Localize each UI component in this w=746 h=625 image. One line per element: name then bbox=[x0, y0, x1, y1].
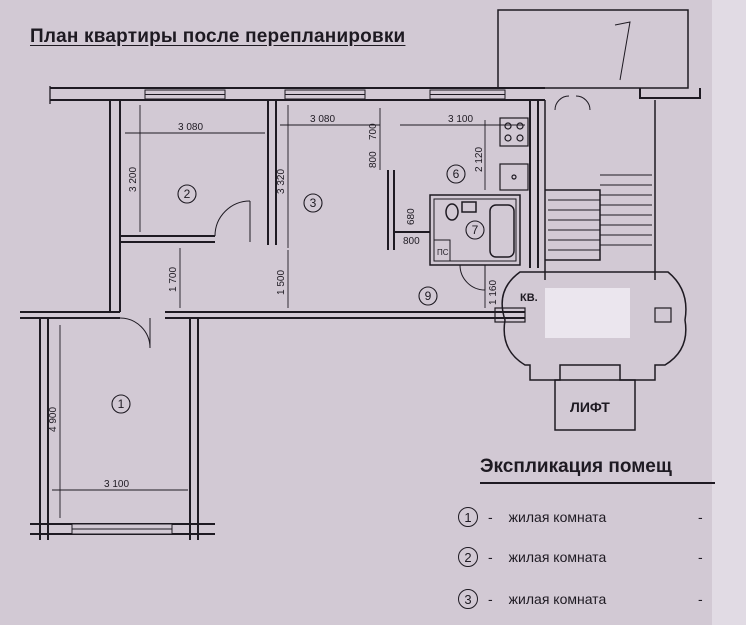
legend-item-trail: - bbox=[698, 509, 703, 525]
dim-corridor-height: 1 700 bbox=[168, 267, 179, 292]
partition-2-3 bbox=[267, 100, 277, 245]
legend-item-dash: - bbox=[488, 591, 493, 607]
lift-label: ЛИФТ bbox=[570, 399, 610, 415]
dim-2120: 2 120 bbox=[474, 147, 485, 172]
legend-item-text: жилая комната bbox=[508, 549, 607, 565]
room2-left-wall bbox=[109, 100, 121, 312]
dim-room3-lower: 1 500 bbox=[276, 270, 287, 295]
dim-room3-height: 3 320 bbox=[276, 169, 287, 194]
dimension-lines bbox=[52, 105, 525, 518]
dim-800a: 800 bbox=[368, 151, 379, 168]
kv-label: КВ. bbox=[520, 292, 538, 304]
dim-room2-height: 3 200 bbox=[128, 167, 139, 192]
dim-1160: 1 160 bbox=[488, 280, 499, 305]
room-1-marker bbox=[111, 394, 131, 414]
legend-item-dash: - bbox=[488, 549, 493, 565]
room-9-marker bbox=[418, 286, 438, 306]
room-2-number: 2 bbox=[184, 187, 191, 201]
legend-item: 2 - жилая комната - bbox=[458, 546, 703, 568]
kitchen-right-wall bbox=[529, 100, 539, 268]
bathroom-block bbox=[429, 194, 521, 291]
room-3-marker bbox=[303, 193, 323, 213]
room-7-number: 7 bbox=[472, 223, 479, 237]
room2-bottom-wall bbox=[120, 200, 251, 243]
top-windows bbox=[144, 89, 506, 100]
legend-item-number: 1 bbox=[458, 507, 478, 527]
legend-item-number: 3 bbox=[458, 589, 478, 609]
room-6-marker bbox=[446, 164, 466, 184]
dim-800b: 800 bbox=[403, 236, 420, 247]
room-1-number: 1 bbox=[118, 397, 125, 411]
landing bbox=[501, 271, 687, 381]
room-3-number: 3 bbox=[310, 196, 317, 210]
legend-title: Экспликация помещ bbox=[480, 456, 672, 477]
page-title: План квартиры после перепланировки bbox=[30, 26, 406, 47]
room-2-marker bbox=[177, 184, 197, 204]
ps-label: ПС bbox=[437, 248, 449, 257]
staircase bbox=[497, 9, 701, 280]
lift-shaft bbox=[554, 379, 636, 431]
legend-title-underline bbox=[480, 482, 715, 484]
dim-room1-width: 3 100 bbox=[104, 479, 129, 490]
room-7-marker bbox=[465, 220, 485, 240]
room-9-number: 9 bbox=[425, 289, 432, 303]
dim-room6-width: 3 100 bbox=[448, 114, 473, 125]
kitchen-fixtures bbox=[499, 117, 529, 191]
legend-item-trail: - bbox=[698, 549, 703, 565]
legend-item-dash: - bbox=[488, 509, 493, 525]
legend-item: 1 - жилая комната - bbox=[458, 506, 703, 528]
corridor-wall bbox=[165, 307, 526, 323]
dim-room3-width: 3 080 bbox=[310, 114, 335, 125]
dim-room2-width: 3 080 bbox=[178, 122, 203, 133]
legend-item-number: 2 bbox=[458, 547, 478, 567]
dim-680: 680 bbox=[406, 208, 417, 225]
legend-item-text: жилая комната bbox=[508, 591, 607, 607]
dim-room1-height: 4 900 bbox=[48, 407, 59, 432]
legend-item: 3 - жилая комната - bbox=[458, 588, 703, 610]
legend-item-text: жилая комната bbox=[508, 509, 607, 525]
paper-edge bbox=[712, 0, 746, 625]
room1-walls bbox=[20, 311, 215, 540]
legend-item-trail: - bbox=[698, 591, 703, 607]
top-wall bbox=[49, 86, 545, 104]
kitchen-partition bbox=[387, 170, 430, 250]
dim-700: 700 bbox=[368, 123, 379, 140]
room-6-number: 6 bbox=[453, 167, 460, 181]
